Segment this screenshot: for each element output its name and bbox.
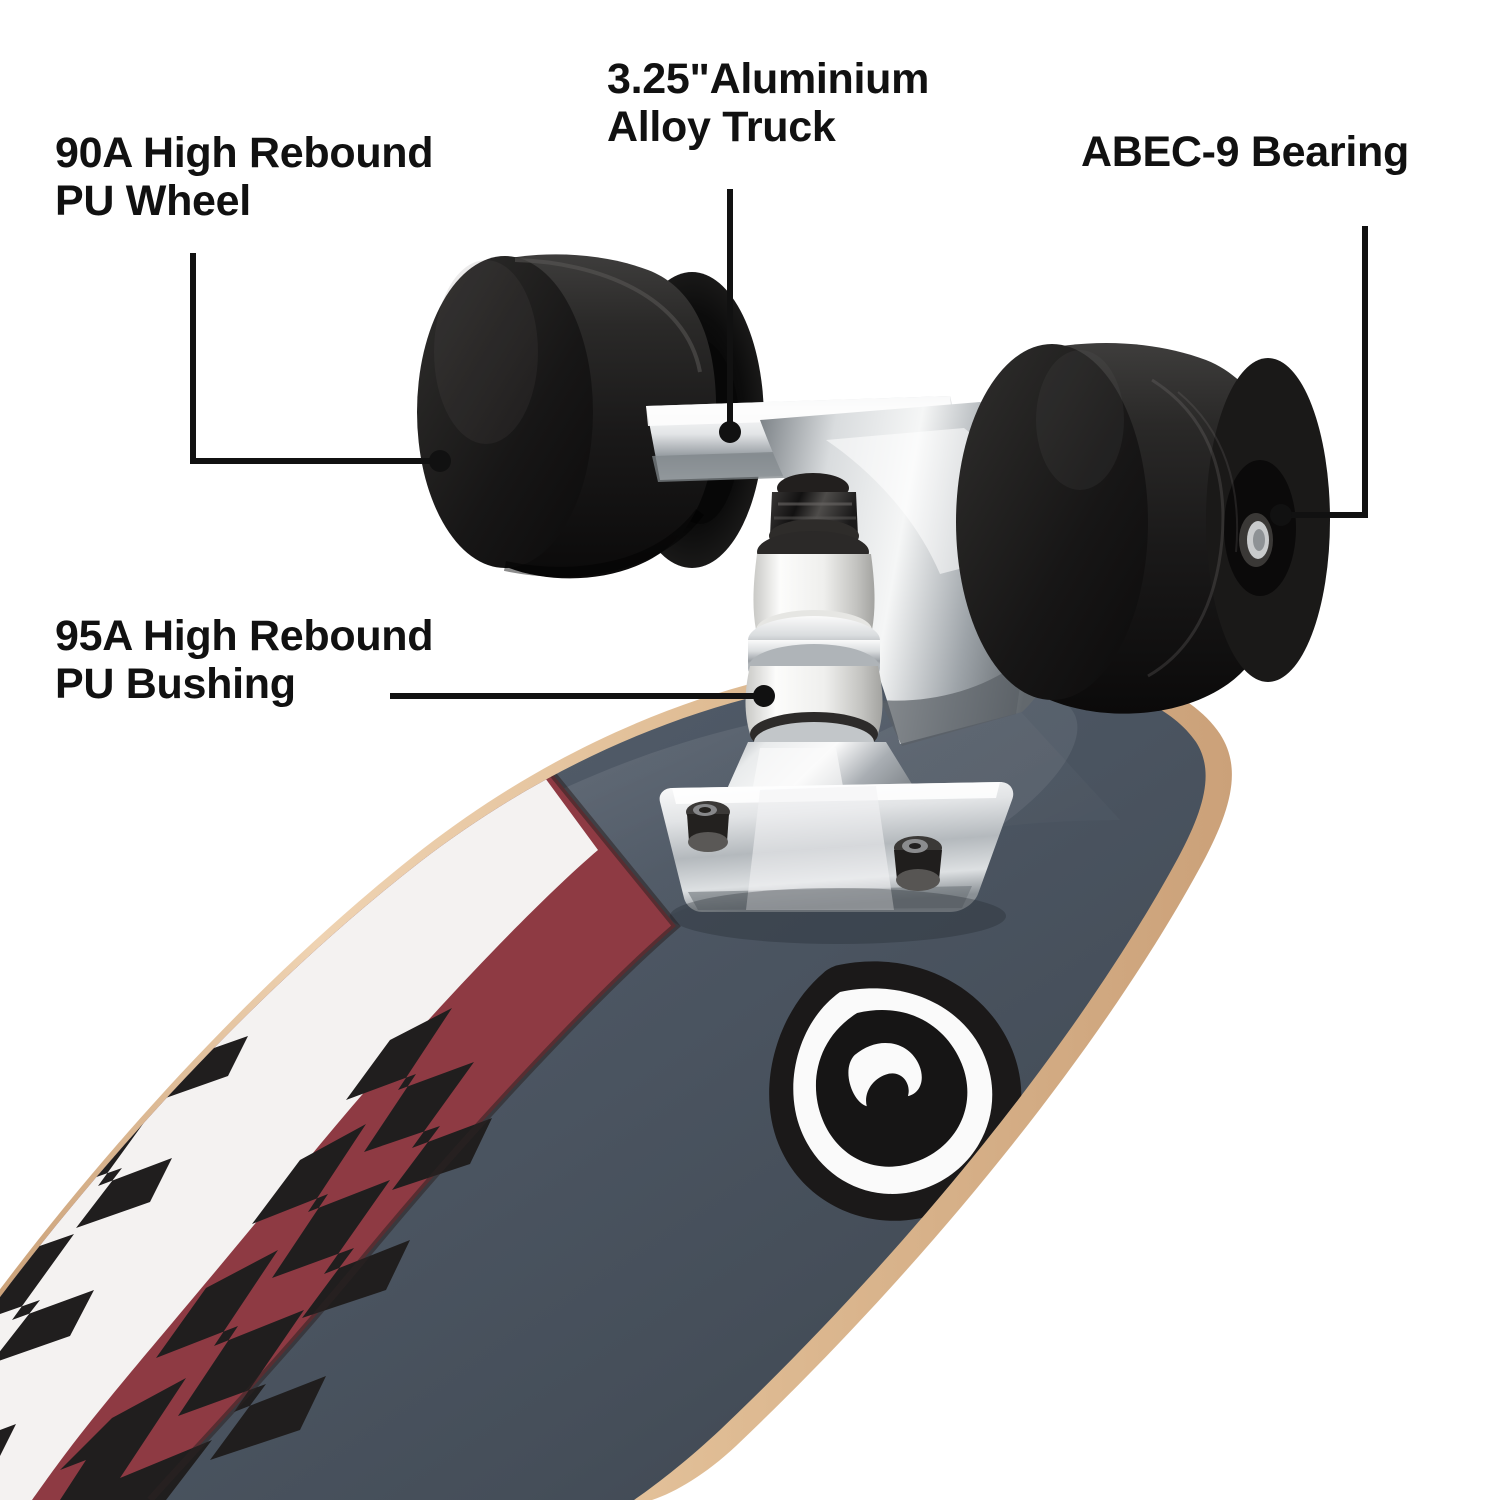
bearing-assembly: [1239, 513, 1273, 567]
wheel-left-face-sheen: [434, 260, 538, 444]
leader-dot-bushing: [753, 685, 775, 707]
leader-line-wheel: [190, 253, 436, 464]
bushing-top: [753, 554, 875, 630]
baseplate-bolt-left: [686, 801, 730, 852]
wheel-right: [956, 342, 1330, 714]
mouth-edge-shadow: [147, 731, 681, 1500]
leader-dot-bearing: [1270, 504, 1292, 526]
baseplate-contact-shadow: [670, 888, 1006, 944]
callout-label-pu-wheel: 90A High Rebound PU Wheel: [55, 129, 434, 226]
shark-eye: [769, 961, 1022, 1221]
wheel-left-edge-highlight: [514, 258, 702, 373]
truck-baseplate: [659, 742, 1014, 944]
callout-label-pu-bushing: 95A High Rebound PU Bushing: [55, 612, 434, 709]
eye-highlight: [848, 1042, 922, 1107]
baseplate-center-ridge: [746, 786, 894, 910]
wheel-right-sheen-2: [1177, 391, 1239, 553]
hanger-body-shadow: [880, 658, 1024, 746]
wheel-right-body-face: [956, 344, 1148, 700]
callout-label-abec-bearing: ABEC-9 Bearing: [1081, 128, 1409, 176]
wheel-right-gloss: [1036, 350, 1124, 490]
callout-label-aluminium-truck: 3.25"Aluminium Alloy Truck: [607, 55, 930, 152]
shark-mouth-white: [0, 684, 598, 1500]
axle-nut: [1253, 529, 1265, 551]
wheel-left-outer-face: [417, 256, 593, 568]
leader-dot-truck: [719, 421, 741, 443]
wheel-right-sheen: [1147, 378, 1225, 678]
eye-pupil: [816, 1010, 968, 1167]
leader-line-bearing: [1285, 226, 1368, 518]
wheel-left-bottom-shade: [503, 508, 705, 577]
leader-dot-wheel: [429, 450, 451, 472]
baseplate-bolt-right: [894, 836, 942, 891]
